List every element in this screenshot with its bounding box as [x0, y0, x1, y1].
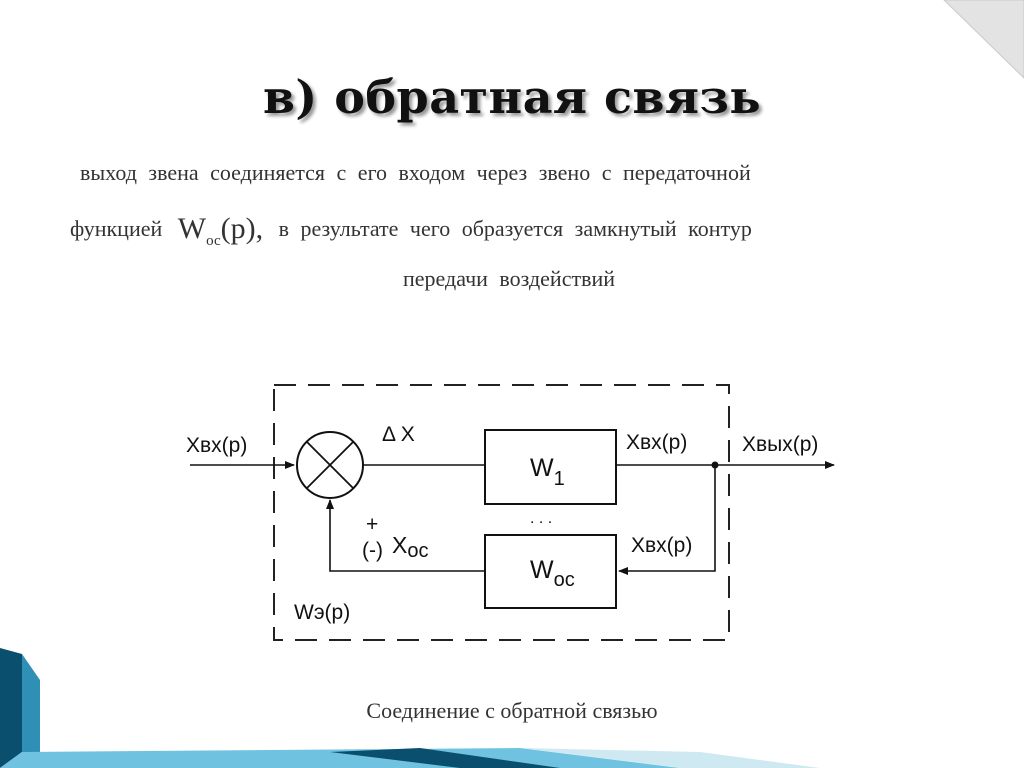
block-w1-main: W — [530, 454, 554, 482]
diagram-caption: Соединение с обратной связью — [366, 698, 658, 723]
block-w1-sub: 1 — [554, 468, 565, 490]
ellipsis-dots: . . . — [530, 510, 552, 527]
decor-bottom-band-dark — [330, 748, 560, 768]
block-w1-label: W1 — [530, 454, 565, 490]
feedback-input-line — [618, 465, 716, 575]
decor-bottom-band-pale — [520, 748, 820, 768]
description-line-3: передачи воздействий — [403, 266, 616, 291]
output-label: Xвых(p) — [742, 433, 818, 456]
formula-main: W — [177, 212, 207, 245]
description-line-1: выход звена соединяется с его входом чер… — [80, 160, 751, 185]
delta-x-label: Δ X — [382, 423, 415, 446]
description-line-2-before: функцией — [70, 216, 163, 241]
block-woc-sub: ос — [554, 569, 575, 591]
formula-subscript: ос — [206, 233, 221, 249]
feedback-output-sub: ос — [407, 540, 428, 562]
decor-top-right-curl — [943, 0, 1024, 79]
description-line-2-after: в результате чего образуется замкнутый к… — [278, 216, 752, 241]
input-label: Xвх(p) — [186, 434, 247, 457]
transfer-function-formula: Wос(p), — [177, 212, 264, 249]
summing-junction — [296, 431, 364, 499]
equivalent-transfer-label: Wэ(p) — [294, 601, 350, 624]
decor-bottom-left-mid — [22, 654, 40, 752]
description-line-2: функцией Wос(p), в результате чего образ… — [70, 212, 752, 250]
slide-title: в) обратная связь — [262, 70, 762, 124]
feedback-output-main: X — [392, 532, 407, 558]
inner-output-label: Xвх(p) — [626, 431, 687, 454]
feedback-sign-plus: + — [366, 513, 378, 536]
feedback-input-label: Xвх(p) — [631, 534, 692, 557]
feedback-sign-minus: (-) — [362, 539, 383, 562]
formula-argument: (p), — [220, 212, 264, 245]
forward-block-w1 — [484, 429, 617, 505]
feedback-return-line — [326, 499, 485, 572]
decor-bottom-left-dark — [0, 648, 22, 768]
block-woc-label: Wос — [530, 556, 575, 591]
feedback-output-label: Xос — [392, 532, 428, 562]
feedback-block-woc — [484, 534, 617, 609]
equivalent-boundary-dashed — [273, 384, 730, 641]
block-woc-main: W — [530, 556, 554, 584]
